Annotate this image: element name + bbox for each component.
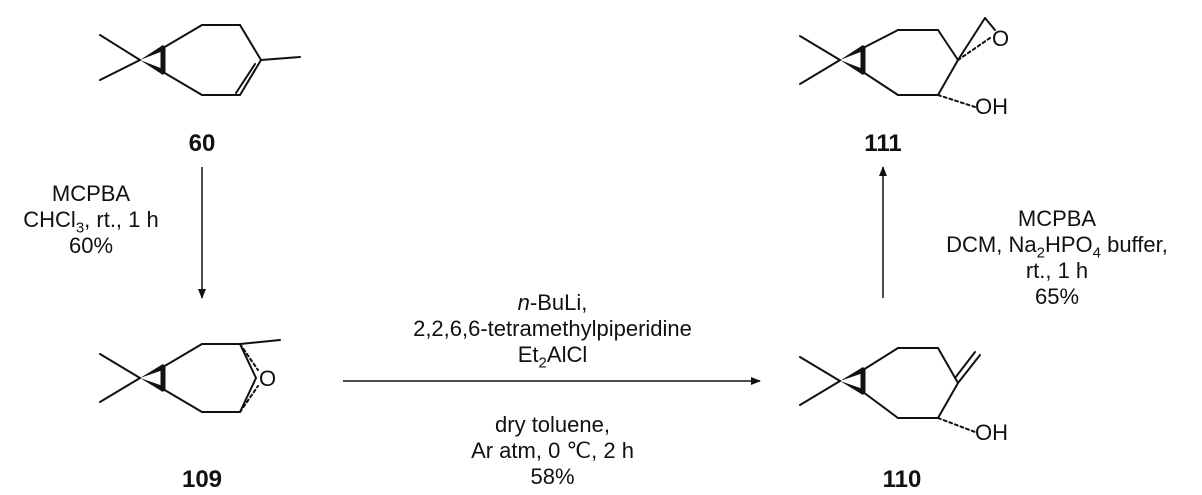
conditions-step-3: MCPBA DCM, Na2HPO4 buffer, rt., 1 h 65% — [912, 206, 1202, 310]
temp-time-step-3: rt., 1 h — [1025, 258, 1089, 283]
conditions-step-2-below: dry toluene, Ar atm, 0 ℃, 2 h 58% — [345, 412, 760, 490]
atom-oh-110: OH — [975, 420, 1008, 445]
compound-label-60: 60 — [188, 130, 216, 157]
structure-60 — [99, 24, 301, 96]
reagent-tmp: 2,2,6,6-tetramethylpiperidine — [413, 316, 692, 341]
atom-oh-111: OH — [975, 94, 1008, 119]
atmosphere-temp-time: Ar atm, 0 ℃, 2 h — [471, 438, 634, 463]
solvent-time: CHCl3, rt., 1 h — [23, 207, 159, 237]
atom-o-109: O — [259, 366, 276, 391]
yield-step-2: 58% — [530, 464, 575, 489]
conditions-step-2-above: n-BuLi, 2,2,6,6-tetramethylpiperidine Et… — [345, 290, 760, 372]
reagent-et2alcl: Et2AlCl — [517, 342, 588, 372]
structure-110 — [799, 347, 981, 433]
reagent-mcpba: MCPBA — [51, 181, 131, 206]
compound-label-109: 109 — [181, 466, 223, 493]
solvent-buffer: DCM, Na2HPO4 buffer, — [946, 232, 1168, 262]
yield-step-1: 60% — [68, 233, 114, 258]
solvent-toluene: dry toluene, — [495, 412, 610, 437]
structure-109 — [99, 339, 281, 413]
yield-step-3: 65% — [1034, 284, 1080, 309]
compound-label-110: 110 — [882, 466, 922, 493]
atom-o-111: O — [992, 26, 1009, 51]
conditions-step-1: MCPBA CHCl3, rt., 1 h 60% — [0, 181, 182, 259]
reagent-mcpba-2: MCPBA — [1017, 206, 1097, 231]
structure-111 — [799, 17, 996, 108]
compound-label-111: 111 — [864, 130, 902, 157]
reagent-buli: n-BuLi, — [517, 290, 588, 315]
